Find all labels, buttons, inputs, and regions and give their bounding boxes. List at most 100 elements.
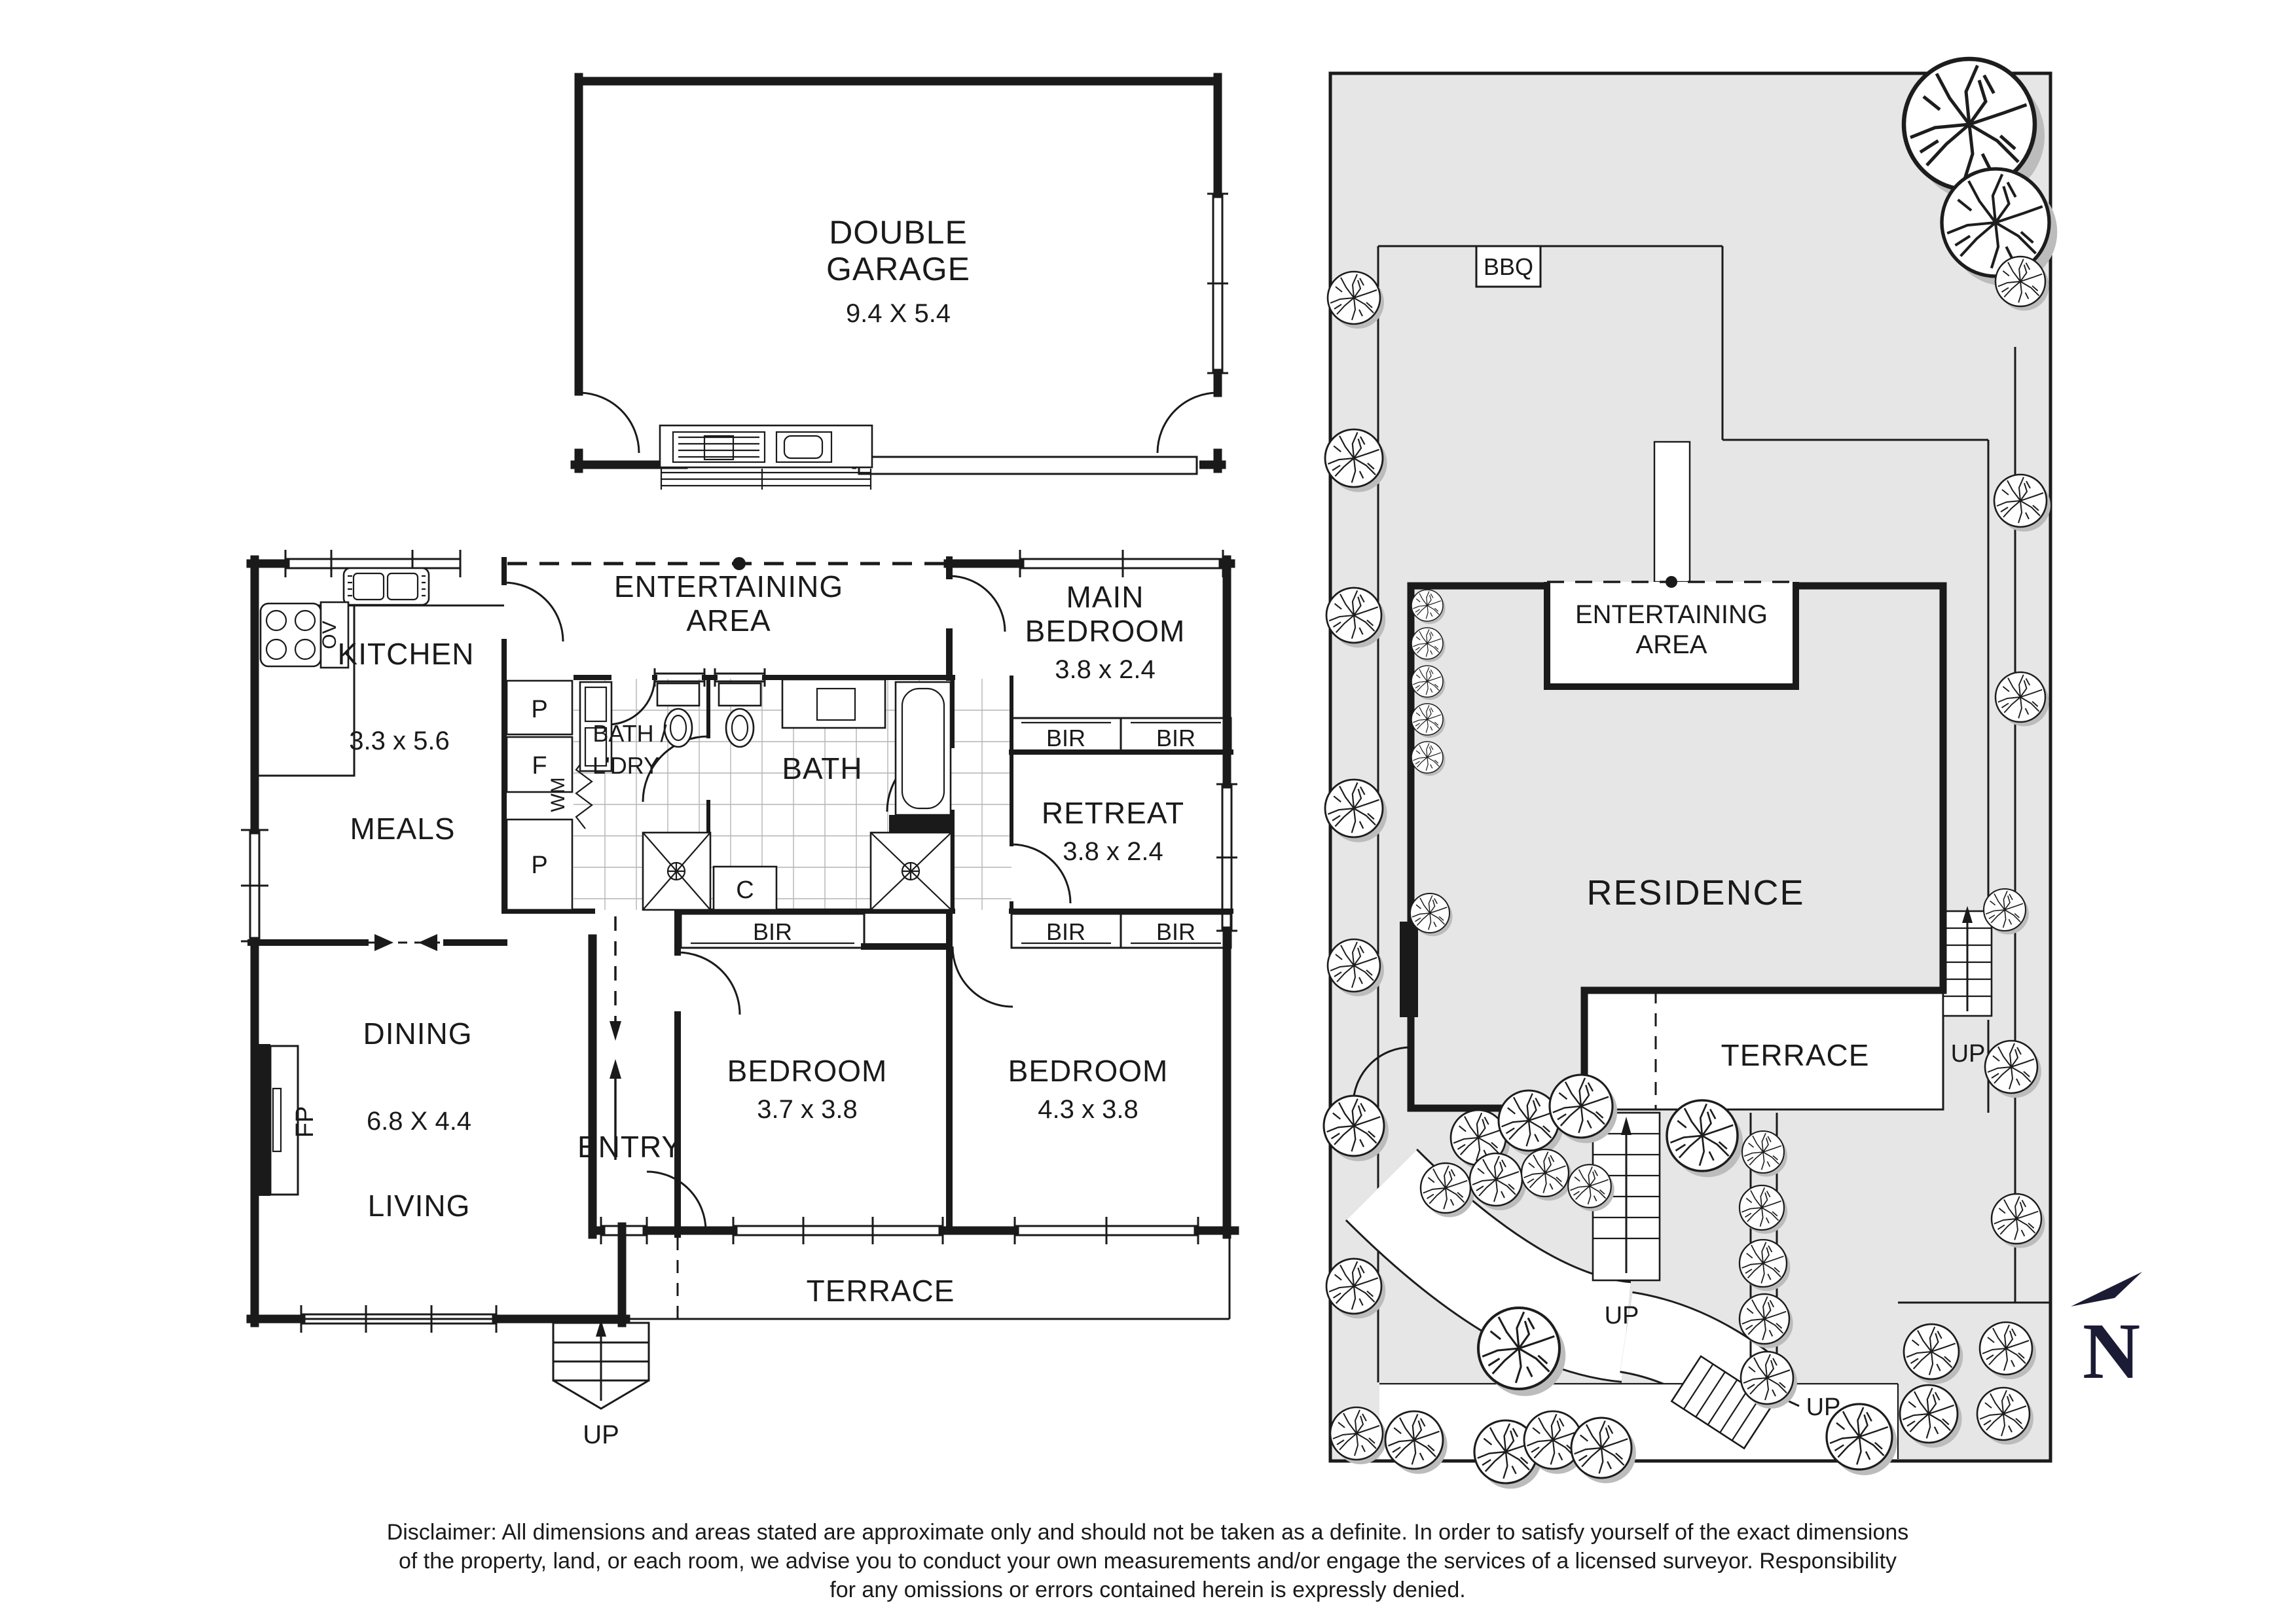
garage-label-line1: DOUBLE bbox=[829, 214, 968, 251]
bath-laundry-label-line1: BATH / bbox=[592, 720, 666, 747]
entertaining-site-label-line1: ENTERTAINING bbox=[1575, 600, 1768, 629]
oven-icon: OV bbox=[319, 601, 350, 669]
bedroom2-window bbox=[1013, 1217, 1199, 1244]
main-floor-plan: OV P F P WM bbox=[241, 550, 1239, 1449]
garage-door-arc-left bbox=[578, 391, 640, 454]
vanity bbox=[781, 678, 886, 729]
residence-chimney bbox=[1400, 922, 1418, 1017]
pantry-cabinets: P F P bbox=[505, 679, 574, 911]
main-bedroom-door-arc bbox=[949, 575, 1006, 632]
bedroom1-door-arc bbox=[677, 951, 741, 1015]
dining-label: DINING bbox=[363, 1017, 473, 1051]
bedroom2-door-arc bbox=[951, 946, 1013, 1008]
garage-roller-door bbox=[856, 453, 1199, 478]
bbq-label: BBQ bbox=[1484, 253, 1533, 280]
entertaining-post bbox=[733, 557, 746, 570]
site-plan: BBQ UP bbox=[1322, 59, 2057, 1490]
oven-label: OV bbox=[319, 621, 340, 649]
retreat-label: RETREAT bbox=[1042, 796, 1184, 830]
retreat-door-arc bbox=[1011, 843, 1072, 904]
bath-label: BATH bbox=[782, 751, 862, 785]
entertaining-label-line2: AREA bbox=[686, 604, 771, 638]
fridge-label: F bbox=[532, 752, 547, 780]
garage-sink-bench bbox=[659, 424, 873, 490]
north-arrow-icon bbox=[2071, 1272, 2142, 1307]
washing-machine-icon: WM bbox=[547, 757, 593, 829]
toilet-icon-2 bbox=[718, 682, 762, 748]
entry-path-arrows bbox=[610, 916, 621, 1160]
north-compass: N bbox=[2071, 1272, 2142, 1396]
bathtub-icon bbox=[894, 681, 952, 816]
pantry-label-2: P bbox=[531, 852, 547, 879]
laundry-door-arc bbox=[607, 677, 656, 726]
terrace-site: TERRACE bbox=[1583, 989, 1944, 1111]
bedroom1-window bbox=[732, 1217, 944, 1244]
garage-dim: 9.4 X 5.4 bbox=[846, 299, 951, 328]
front-stairs bbox=[552, 1320, 650, 1410]
side-stairs: UP bbox=[1942, 906, 1993, 1068]
cupboard-box: C bbox=[712, 865, 778, 911]
site-line-backyard bbox=[1378, 245, 1990, 1113]
bir-label: BIR bbox=[1156, 918, 1195, 945]
meals-dining-opening bbox=[365, 934, 446, 951]
terrace-main bbox=[251, 1235, 1231, 1320]
fireplace-label: FP bbox=[291, 1106, 319, 1138]
garden-stairs-up-label: UP bbox=[1605, 1302, 1639, 1329]
residence-door-arc bbox=[1352, 1046, 1412, 1106]
disclaimer-line-2: of the property, land, or each room, we … bbox=[399, 1549, 1897, 1574]
toilet-icon-1 bbox=[656, 682, 701, 748]
washing-machine-label: WM bbox=[547, 777, 569, 812]
stove-icon bbox=[259, 602, 322, 668]
terrace-site-label: TERRACE bbox=[1721, 1038, 1870, 1072]
bedroom1-dim: 3.7 x 3.8 bbox=[757, 1095, 857, 1124]
living-label: LIVING bbox=[368, 1189, 471, 1223]
dining-dim: 6.8 X 4.4 bbox=[367, 1107, 471, 1136]
kitchen-door-arc bbox=[503, 581, 564, 642]
main-bedroom-windows bbox=[1019, 550, 1224, 577]
disclaimer-line-3: for any omissions or errors contained he… bbox=[829, 1577, 1465, 1602]
kitchen-dim: 3.3 x 5.6 bbox=[349, 727, 449, 755]
pantry-label-1: P bbox=[531, 696, 547, 723]
bottom-band bbox=[1379, 1382, 1899, 1459]
entry-label: ENTRY bbox=[577, 1130, 682, 1164]
main-bedroom-dim: 3.8 x 2.4 bbox=[1055, 655, 1155, 684]
shower-bath bbox=[869, 831, 953, 911]
bath-wall-stub bbox=[889, 815, 953, 833]
fireplace-icon: FP bbox=[253, 1044, 319, 1196]
garage-window bbox=[1207, 192, 1228, 374]
entertaining-label-line1: ENTERTAINING bbox=[614, 569, 843, 604]
bath-laundry-label-line2: L'DRY bbox=[592, 752, 659, 779]
linen-cabinet bbox=[579, 681, 613, 772]
main-bedroom-birs: BIR BIR bbox=[1010, 717, 1232, 753]
entry-window bbox=[600, 1217, 648, 1244]
main-bedroom-label-line2: BEDROOM bbox=[1025, 614, 1186, 648]
bedroom2-birs: BIR BIR bbox=[1010, 912, 1232, 949]
main-bedroom-label-line1: MAIN bbox=[1066, 580, 1144, 614]
meals-label: MEALS bbox=[350, 812, 456, 846]
bedroom1-bir: BIR bbox=[680, 912, 866, 949]
disclaimer-line-1: Disclaimer: All dimensions and areas sta… bbox=[387, 1520, 1909, 1545]
entry-door-arc bbox=[646, 1170, 707, 1231]
garage: DOUBLE GARAGE 9.4 X 5.4 bbox=[570, 73, 1228, 490]
side-stairs-up-label: UP bbox=[1951, 1040, 1986, 1068]
bedroom2-dim: 4.3 x 3.8 bbox=[1038, 1095, 1138, 1124]
bbq-box: BBQ bbox=[1475, 245, 1542, 288]
kitchen-counter bbox=[255, 567, 504, 777]
bedroom2-label: BEDROOM bbox=[1008, 1054, 1169, 1088]
garage-label-line2: GARAGE bbox=[826, 251, 970, 287]
front-stairs-up-label: UP bbox=[583, 1420, 619, 1449]
meals-window bbox=[241, 829, 268, 943]
entertaining-site-label-line2: AREA bbox=[1636, 630, 1707, 659]
shower-laundry bbox=[642, 831, 712, 911]
bir-label: BIR bbox=[1046, 918, 1085, 945]
backyard-path bbox=[1653, 441, 1691, 583]
bir-label: BIR bbox=[1046, 725, 1085, 751]
retreat-window bbox=[1216, 783, 1237, 932]
garage-door-arc-right bbox=[1156, 391, 1218, 454]
north-label: N bbox=[2083, 1307, 2140, 1396]
residence-walls bbox=[1407, 582, 1947, 1112]
cupboard-label: C bbox=[736, 876, 754, 904]
residence-label: RESIDENCE bbox=[1586, 873, 1804, 912]
entertaining-site: ENTERTAINING AREA bbox=[1544, 576, 1799, 690]
